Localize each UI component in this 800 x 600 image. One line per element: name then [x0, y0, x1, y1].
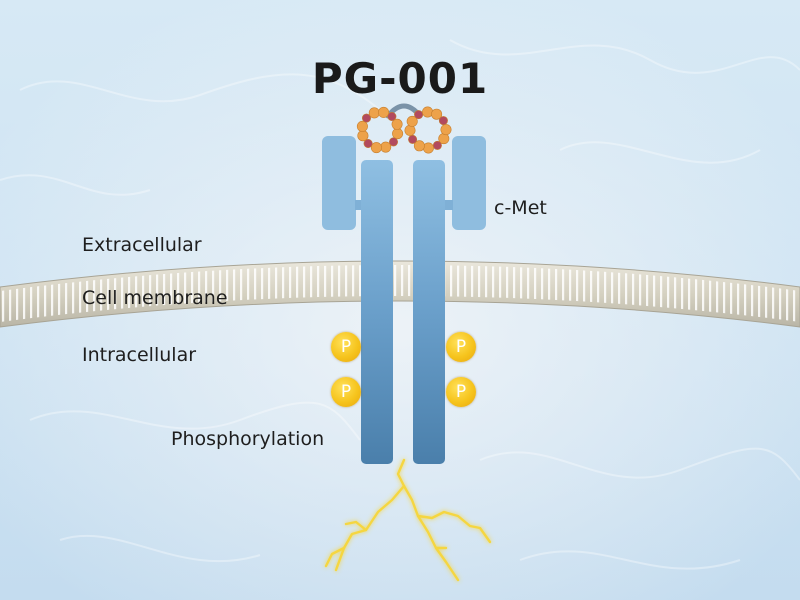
receptor-right-connector — [443, 200, 453, 210]
phosphate-icon: P — [331, 332, 361, 362]
peptide-bead — [368, 107, 380, 119]
phosphate-symbol: P — [340, 382, 352, 402]
intracellular-label: Intracellular — [82, 344, 197, 366]
peptide-bead — [357, 130, 369, 142]
peptide-bead — [388, 137, 398, 147]
peptide-ring-left — [356, 106, 404, 154]
peptide-bead — [432, 140, 442, 150]
peptide-bead — [414, 110, 424, 120]
page-title: PG-001 — [311, 54, 489, 103]
membrane-label: Cell membrane — [82, 287, 228, 309]
peptide-bead — [431, 108, 443, 120]
cell-membrane — [0, 260, 800, 328]
peptide-bead — [356, 120, 368, 132]
c-met-receptor — [322, 136, 486, 464]
peptide-bead — [380, 141, 392, 153]
phosphorylation-label: Phosphorylation — [171, 428, 325, 450]
peptide-bead — [406, 115, 418, 127]
peptide-bead — [361, 113, 371, 123]
peptide-ligand-icon — [356, 103, 452, 154]
background-ripples — [0, 39, 800, 570]
peptide-ring-right — [404, 106, 452, 154]
phosphate-icon: P — [446, 377, 476, 407]
peptide-bead — [408, 134, 418, 144]
peptide-bead — [422, 142, 434, 154]
peptide-bead — [404, 124, 416, 136]
receptor-right-stalk — [413, 160, 445, 464]
peptide-bead — [363, 139, 373, 149]
receptor-left-stalk — [361, 160, 393, 464]
receptor-label: c-Met — [494, 197, 547, 219]
peptide-bead — [387, 112, 397, 122]
peptide-bead — [440, 124, 452, 136]
phosphate-symbol: P — [455, 337, 467, 357]
peptide-bead — [391, 118, 403, 130]
peptide-bead — [378, 106, 390, 118]
extracellular-label: Extracellular — [82, 234, 202, 256]
signal-lightning-icon — [324, 458, 492, 582]
receptor-right-outer-domain — [452, 136, 486, 230]
receptor-left-outer-domain — [322, 136, 356, 230]
peptide-bead — [413, 140, 425, 152]
peptide-bead — [392, 128, 404, 140]
phosphate-symbol: P — [340, 337, 352, 357]
phosphate-symbol: P — [455, 382, 467, 402]
receptor-left-connector — [355, 200, 365, 210]
peptide-bead — [370, 142, 382, 154]
phosphate-icon: P — [446, 332, 476, 362]
peptide-bead — [438, 116, 448, 126]
phosphate-icon: P — [331, 377, 361, 407]
peptide-bead — [422, 106, 434, 118]
